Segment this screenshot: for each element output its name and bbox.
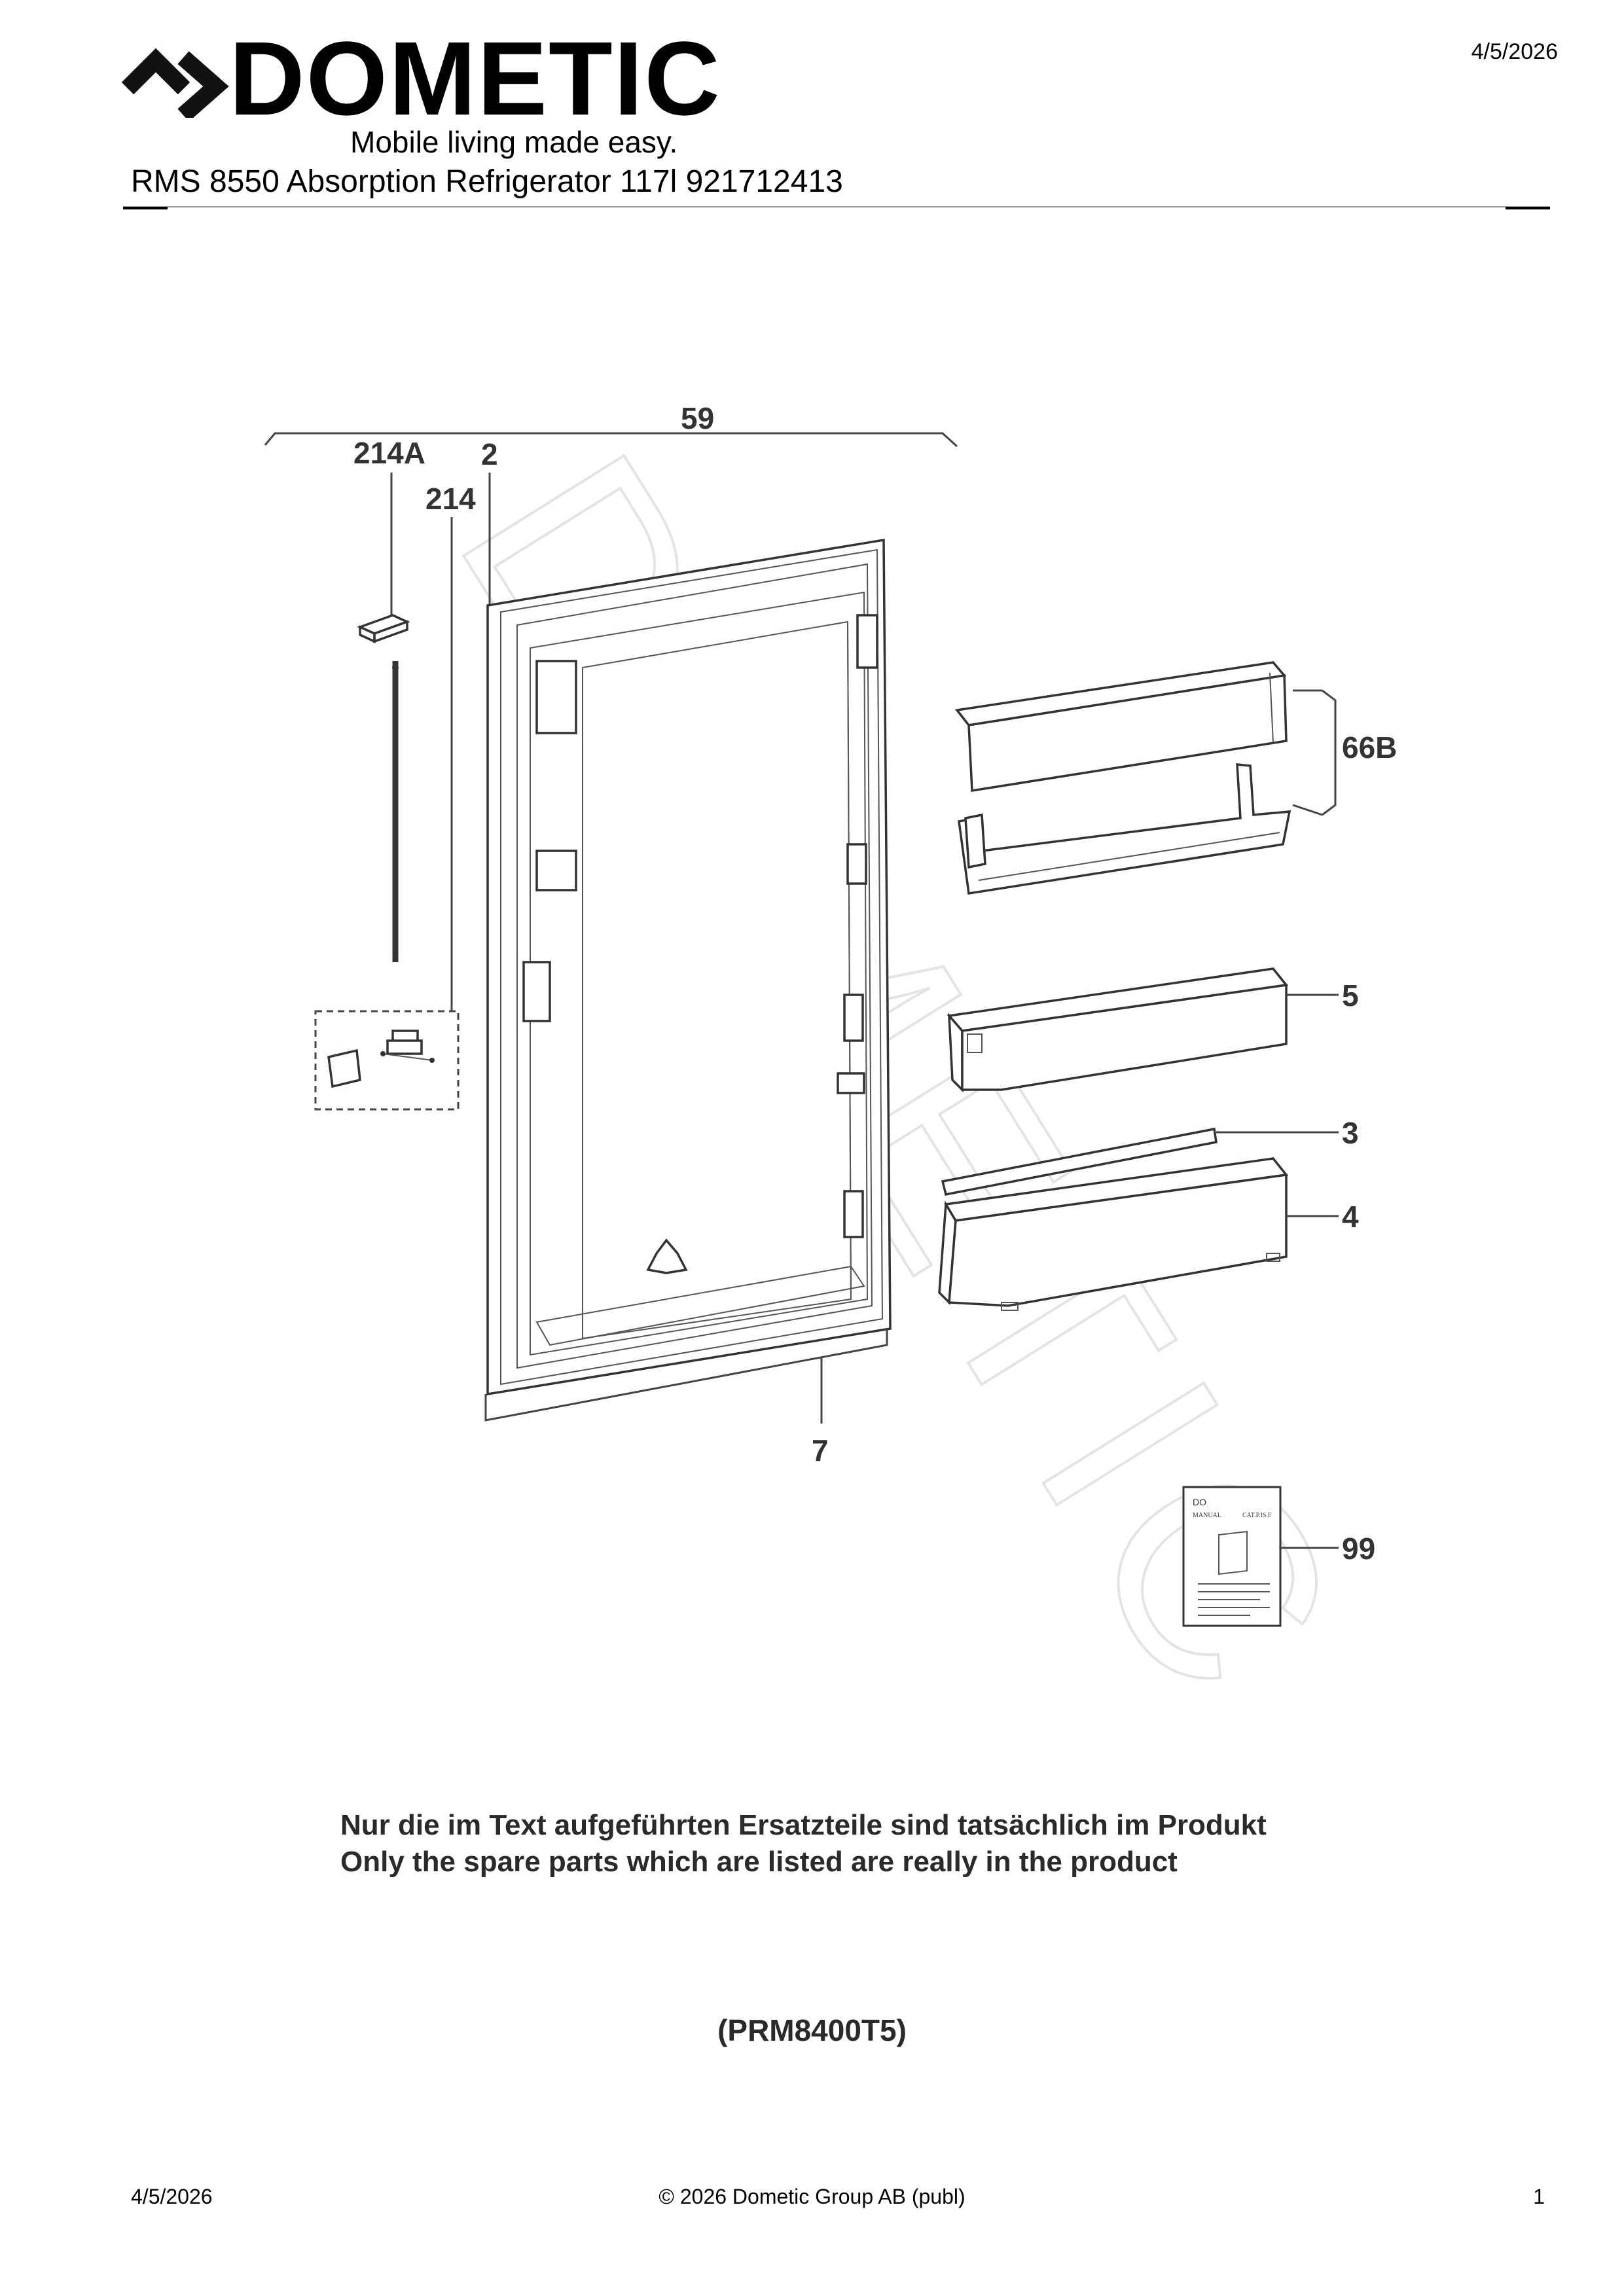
hinge-pin-part bbox=[357, 614, 410, 962]
callout-59-bracket bbox=[264, 432, 958, 448]
callout-99: 99 bbox=[1342, 1532, 1375, 1566]
callout-5: 5 bbox=[1342, 978, 1359, 1013]
header-rule bbox=[123, 206, 1550, 207]
manual-booklet-99: DO MANUAL CAT.P.IS.F bbox=[1182, 1486, 1339, 1627]
footer-date: 4/5/2026 bbox=[131, 2185, 213, 2208]
door-shelf-5 bbox=[947, 967, 1339, 1093]
bottle-shelf-4 bbox=[938, 1157, 1339, 1311]
header-rule-left-accent bbox=[123, 207, 168, 209]
callout-2: 2 bbox=[481, 437, 498, 471]
callout-3: 3 bbox=[1342, 1116, 1359, 1150]
door-shelf-66b-upper bbox=[954, 661, 1288, 793]
part-214-kit bbox=[327, 1030, 435, 1088]
door-shelf-66b-lower bbox=[958, 763, 1291, 895]
brand-tagline: Mobile living made easy. bbox=[350, 125, 678, 159]
callout-7-bracket bbox=[484, 1329, 888, 1422]
callout-59: 59 bbox=[681, 401, 714, 435]
door-panel-part bbox=[486, 538, 892, 1396]
footer-copyright: © 2026 Dometic Group AB (publ) bbox=[659, 2185, 965, 2208]
callout-7: 7 bbox=[812, 1433, 829, 1467]
manual-top-left-text: DO bbox=[1193, 1497, 1206, 1507]
header-rule-right-accent bbox=[1506, 207, 1550, 209]
document-title: RMS 8550 Absorption Refrigerator 117l 92… bbox=[131, 164, 843, 199]
dometic-logo-mark bbox=[121, 48, 229, 118]
header-date: 4/5/2026 bbox=[1471, 39, 1558, 64]
callout-4: 4 bbox=[1342, 1200, 1359, 1234]
brand-logo-wordmark: DOMETIC bbox=[229, 20, 721, 137]
shelf-retainer-bar-3 bbox=[941, 1127, 1339, 1196]
note-english: Only the spare parts which are listed ar… bbox=[340, 1846, 1178, 1878]
manual-code-text: CAT.P.IS.F bbox=[1242, 1512, 1272, 1519]
manual-label-text: MANUAL bbox=[1193, 1512, 1221, 1519]
callout-214: 214 bbox=[425, 482, 476, 516]
note-german: Nur die im Text aufgeführten Ersatzteile… bbox=[340, 1809, 1267, 1841]
callout-66b: 66B bbox=[1342, 730, 1397, 764]
footer-page-number: 1 bbox=[1533, 2185, 1545, 2208]
callout-66b-brace bbox=[1322, 689, 1337, 816]
part-214-kit-box bbox=[314, 1010, 460, 1111]
model-code: (PRM8400T5) bbox=[717, 2013, 907, 2047]
callout-214a: 214A bbox=[353, 436, 425, 470]
